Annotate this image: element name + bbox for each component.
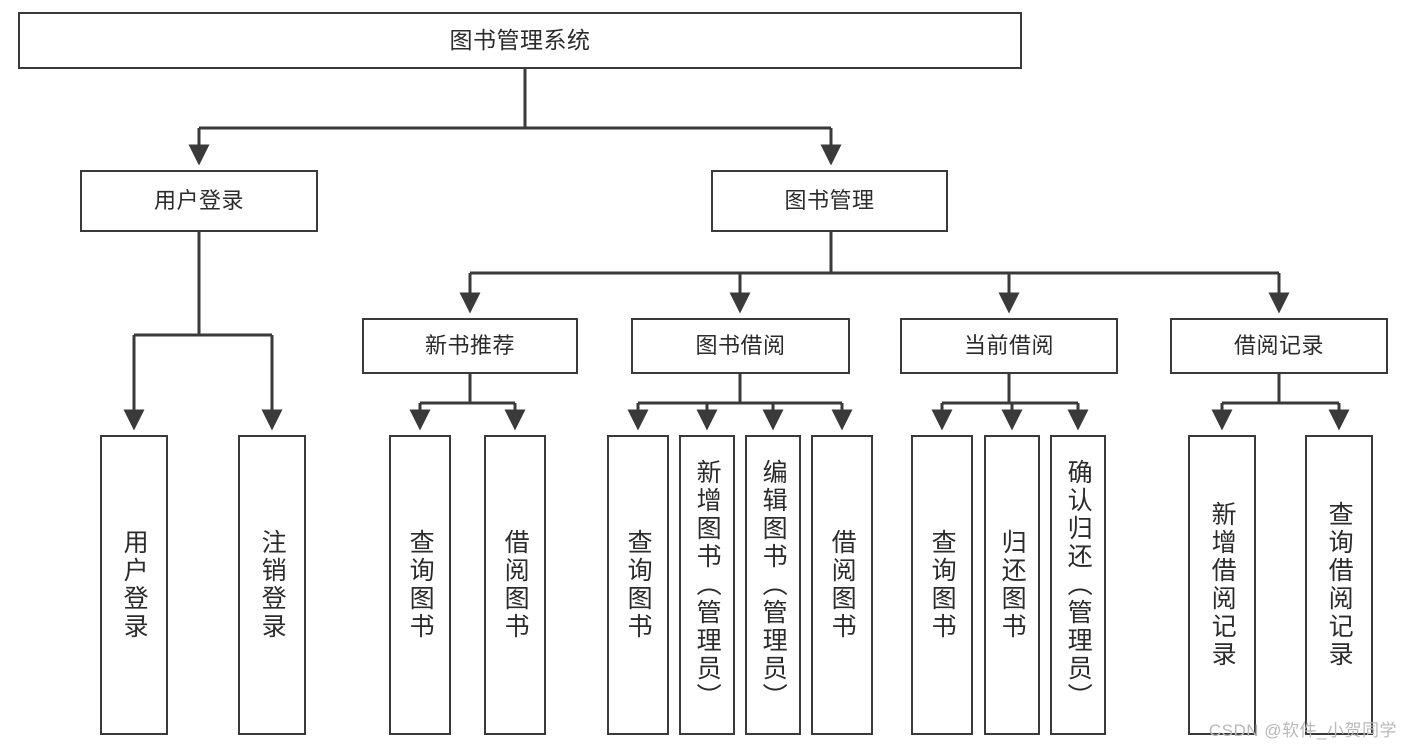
node-label: 新增借阅记录 (1208, 501, 1237, 669)
node-label: 注销登录 (258, 529, 287, 641)
node-label: 图书管理系统 (449, 27, 591, 54)
node-label: 借阅图书 (828, 529, 857, 641)
node-label: 查询图书 (624, 529, 653, 641)
watermark-text: CSDN @软件_小贺同学 (1208, 721, 1397, 740)
leaf-node[interactable]: 查询图书 (389, 435, 451, 735)
node-label: 确认归还（管理员） (1064, 459, 1093, 711)
leaf-node[interactable]: 确认归还（管理员） (1050, 435, 1106, 735)
leaf-node[interactable]: 编辑图书（管理员） (745, 435, 801, 735)
node-user-login[interactable]: 用户登录 (80, 170, 318, 232)
leaf-node[interactable]: 查询借阅记录 (1305, 435, 1373, 735)
node-label: 查询借阅记录 (1325, 501, 1354, 669)
node-label: 借阅记录 (1233, 333, 1324, 359)
node-current-borrow[interactable]: 当前借阅 (900, 318, 1118, 374)
node-new-book-recommend[interactable]: 新书推荐 (362, 318, 578, 374)
leaf-node[interactable]: 用户登录 (100, 435, 168, 735)
leaf-node[interactable]: 注销登录 (238, 435, 306, 735)
leaf-node[interactable]: 新增图书（管理员） (679, 435, 735, 735)
node-book-borrow[interactable]: 图书借阅 (631, 318, 850, 374)
node-label: 新增图书（管理员） (693, 459, 722, 711)
node-label: 用户登录 (120, 529, 149, 641)
node-label: 图书管理 (784, 188, 875, 214)
node-label: 用户登录 (153, 188, 244, 214)
node-label: 查询图书 (928, 529, 957, 641)
node-system-root[interactable]: 图书管理系统 (18, 12, 1022, 69)
leaf-node[interactable]: 借阅图书 (484, 435, 546, 735)
node-borrow-record[interactable]: 借阅记录 (1170, 318, 1388, 374)
node-label: 归还图书 (998, 529, 1027, 641)
node-label: 查询图书 (406, 529, 435, 641)
leaf-node[interactable]: 新增借阅记录 (1188, 435, 1256, 735)
leaf-node[interactable]: 归还图书 (984, 435, 1040, 735)
node-book-management[interactable]: 图书管理 (711, 170, 948, 232)
node-label: 借阅图书 (501, 529, 530, 641)
node-label: 新书推荐 (424, 333, 515, 359)
node-label: 图书借阅 (695, 333, 786, 359)
leaf-node[interactable]: 查询图书 (911, 435, 973, 735)
node-label: 当前借阅 (963, 333, 1054, 359)
leaf-node[interactable]: 借阅图书 (811, 435, 873, 735)
node-label: 编辑图书（管理员） (759, 459, 788, 711)
leaf-node[interactable]: 查询图书 (607, 435, 669, 735)
